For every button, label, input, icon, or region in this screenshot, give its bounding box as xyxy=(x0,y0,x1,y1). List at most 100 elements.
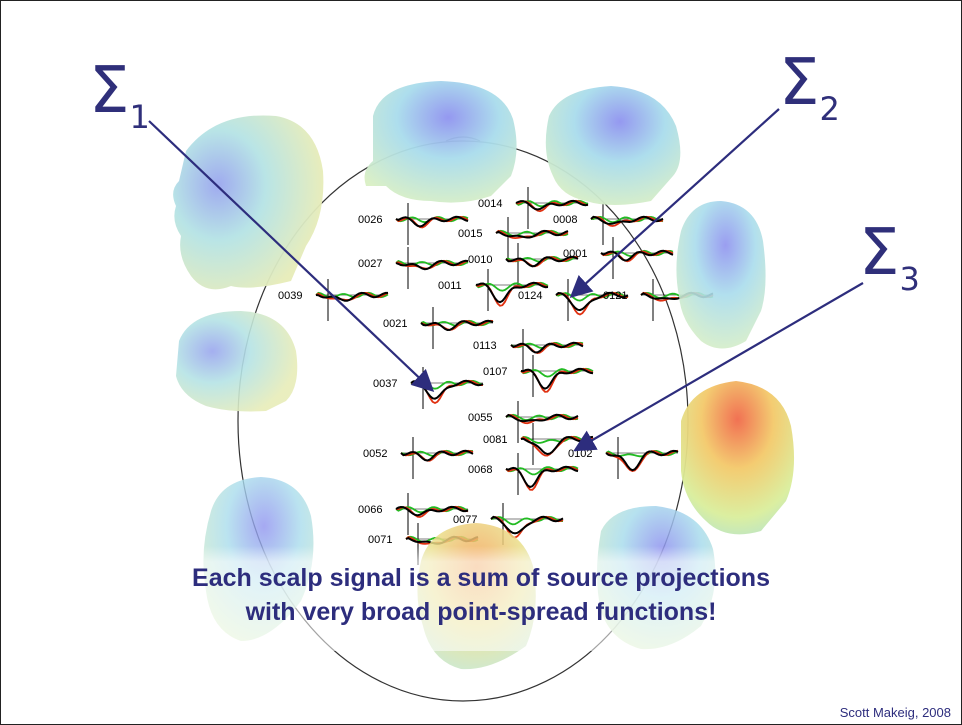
erp-channel: 0037 xyxy=(373,367,484,409)
channel-label: 0102 xyxy=(568,448,592,460)
erp-channel: 0068 xyxy=(468,453,579,495)
sigma-3-symbol: Σ xyxy=(859,216,900,290)
channel-label: 0121 xyxy=(603,290,627,302)
scalp-head-icon xyxy=(173,115,324,290)
sigma-1-label: Σ1 xyxy=(89,59,150,133)
erp-waveform xyxy=(505,465,579,476)
erp-channel: 0039 xyxy=(278,279,389,321)
channel-label: 0015 xyxy=(458,228,482,240)
erp-waveform xyxy=(495,229,569,237)
erp-waveform xyxy=(590,215,664,227)
erp-channel: 0015 xyxy=(458,217,569,259)
erp-waveform xyxy=(490,515,564,535)
erp-waveform xyxy=(605,449,679,472)
erp-channel: 0001 xyxy=(563,237,674,279)
erp-channel: 0011 xyxy=(438,269,549,311)
erp-waveform xyxy=(475,281,549,304)
erp-waveform xyxy=(505,413,579,423)
erp-channel: 0077 xyxy=(453,503,564,545)
erp-waveform xyxy=(605,449,679,473)
erp-waveform xyxy=(395,505,469,517)
channel-label: 0066 xyxy=(358,504,382,516)
erp-waveform xyxy=(505,255,579,268)
channel-label: 0021 xyxy=(383,318,407,330)
channel-label: 0014 xyxy=(478,198,502,210)
erp-waveform xyxy=(555,291,629,312)
erp-waveform xyxy=(395,215,469,228)
erp-waveform xyxy=(520,435,594,444)
erp-waveform xyxy=(420,319,494,332)
channel-label: 0011 xyxy=(438,280,462,292)
erp-waveform xyxy=(520,367,594,390)
channel-label: 0027 xyxy=(358,258,382,270)
erp-channel: 0008 xyxy=(553,203,664,245)
channel-label: 0107 xyxy=(483,366,507,378)
erp-waveform xyxy=(395,259,469,271)
sigma-3-subscript: 3 xyxy=(899,260,920,298)
caption: Each scalp signal is a sum of source pro… xyxy=(1,561,961,629)
erp-waveform xyxy=(510,342,584,355)
erp-waveform xyxy=(510,341,584,354)
scalp-head-icon xyxy=(545,86,681,205)
erp-waveform xyxy=(490,515,563,526)
channel-label: 0077 xyxy=(453,514,477,526)
sigma-1-symbol: Σ xyxy=(89,54,130,128)
erp-traces: 0026 0014 0008 0015 0027 0010 0001 0011 0124 0121… xyxy=(278,187,714,565)
erp-waveform xyxy=(590,215,664,224)
erp-channel: 0113 xyxy=(473,329,584,371)
channel-label: 0026 xyxy=(358,214,382,226)
sigma-1-subscript: 1 xyxy=(129,98,150,136)
channel-label: 0113 xyxy=(473,340,497,352)
channel-label: 0124 xyxy=(518,290,542,302)
sigma-2-label: Σ2 xyxy=(779,51,840,125)
scalp-head-icon xyxy=(364,81,517,203)
erp-waveform xyxy=(520,367,594,378)
sigma-3-label: Σ3 xyxy=(859,221,920,295)
sigma-2-symbol: Σ xyxy=(779,46,820,120)
erp-waveform xyxy=(495,229,569,239)
caption-backdrop xyxy=(1,546,961,651)
erp-channel: 0052 xyxy=(363,437,474,479)
erp-channel: 0066 xyxy=(358,493,469,535)
sigma-2-subscript: 2 xyxy=(819,90,840,128)
channel-label: 0071 xyxy=(368,534,392,546)
erp-waveform xyxy=(505,465,579,489)
erp-channel: 0055 xyxy=(468,401,579,443)
erp-waveform xyxy=(315,291,388,302)
scalp-head-icon xyxy=(681,381,795,535)
erp-waveform xyxy=(600,249,674,262)
erp-channel: 0010 xyxy=(468,243,579,285)
scalp-head-icon xyxy=(676,201,766,349)
erp-channel: 0102 xyxy=(568,437,679,479)
erp-waveform xyxy=(505,413,579,421)
channel-label: 0010 xyxy=(468,254,492,266)
erp-waveform xyxy=(400,449,474,462)
channel-label: 0068 xyxy=(468,464,492,476)
channel-label: 0037 xyxy=(373,378,397,390)
channel-label: 0039 xyxy=(278,290,302,302)
erp-channel: 0107 xyxy=(483,355,594,397)
erp-waveform xyxy=(400,449,474,462)
erp-waveform xyxy=(505,255,579,268)
channel-label: 0052 xyxy=(363,448,387,460)
channel-label: 0055 xyxy=(468,412,492,424)
channel-label: 0081 xyxy=(483,434,507,446)
erp-channel: 0026 xyxy=(358,203,469,245)
erp-channel: 0021 xyxy=(383,307,494,349)
credit-text: Scott Makeig, 2008 xyxy=(839,705,951,720)
erp-waveform xyxy=(420,319,494,331)
sigma2-arrow xyxy=(569,108,780,298)
caption-line-2: with very broad point-spread functions! xyxy=(245,598,717,626)
erp-channel: 0014 xyxy=(478,187,589,229)
sigma3-arrow xyxy=(573,282,864,452)
caption-line-1: Each scalp signal is a sum of source pro… xyxy=(192,564,770,592)
scalp-head-icon xyxy=(176,311,298,412)
erp-channel: 0027 xyxy=(358,247,469,289)
sigma1-arrow xyxy=(148,120,435,393)
channel-label: 0008 xyxy=(553,214,577,226)
erp-waveform xyxy=(515,199,589,211)
channel-label: 0001 xyxy=(563,248,587,260)
erp-waveform xyxy=(590,215,664,225)
